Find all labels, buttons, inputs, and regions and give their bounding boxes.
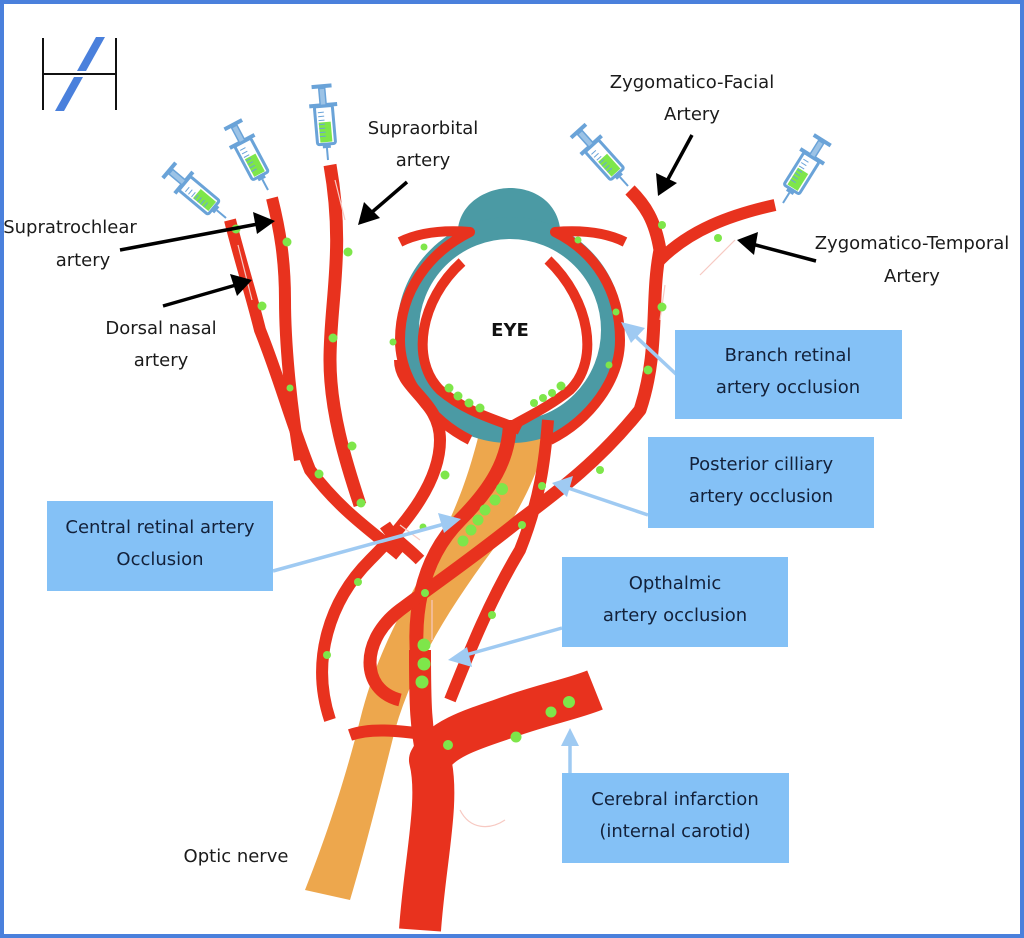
optic-nerve-label: Optic nerve bbox=[184, 846, 289, 867]
svg-text:Branch retinal: Branch retinal bbox=[725, 345, 852, 366]
zygomatico-temporal-artery-label-line2: Artery bbox=[884, 266, 940, 287]
callout-ophthalmic: Opthalmic artery occlusion bbox=[562, 557, 788, 647]
zygomatico-facial-artery-label-line2: Artery bbox=[664, 104, 720, 125]
svg-text:(internal carotid): (internal carotid) bbox=[599, 821, 750, 842]
callout-branch-retinal: Branch retinal artery occlusion bbox=[675, 330, 902, 419]
svg-text:artery occlusion: artery occlusion bbox=[716, 377, 860, 398]
callout-posterior-ciliary: Posterior cilliary artery occlusion bbox=[648, 437, 874, 528]
svg-text:Opthalmic: Opthalmic bbox=[629, 573, 722, 594]
svg-text:Posterior cilliary: Posterior cilliary bbox=[689, 454, 834, 475]
supraorbital-artery-label-line2: artery bbox=[396, 150, 451, 171]
label-arrows bbox=[119, 134, 817, 308]
dorsal-nasal-artery-label: Dorsal nasal bbox=[105, 318, 216, 339]
callout-central-retinal: Central retinal artery Occlusion bbox=[47, 501, 273, 591]
zygomatico-facial-artery-label: Zygomatico-Facial bbox=[610, 72, 774, 93]
syringe-icon bbox=[566, 119, 641, 198]
eye-label: EYE bbox=[491, 320, 529, 341]
svg-text:artery occlusion: artery occlusion bbox=[603, 605, 747, 626]
cornea bbox=[458, 188, 560, 228]
supratrochlear-artery-label-line2: artery bbox=[56, 250, 111, 271]
svg-text:Occlusion: Occlusion bbox=[116, 549, 203, 570]
emboli bbox=[231, 221, 722, 750]
flow-arrows bbox=[237, 179, 736, 828]
svg-text:Cerebral infarction: Cerebral infarction bbox=[591, 789, 758, 810]
callout-cerebral-infarction: Cerebral infarction (internal carotid) bbox=[562, 773, 789, 863]
syringe-icon bbox=[769, 130, 837, 213]
syringe-icon bbox=[158, 157, 237, 231]
supraorbital-artery-label: Supraorbital bbox=[368, 118, 479, 139]
zygomatico-temporal-artery-label: Zygomatico-Temporal bbox=[815, 233, 1010, 254]
dorsal-nasal-artery-label-line2: artery bbox=[134, 350, 189, 371]
h-slash-logo-icon bbox=[42, 37, 117, 111]
svg-text:artery occlusion: artery occlusion bbox=[689, 486, 833, 507]
svg-text:Central retinal artery: Central retinal artery bbox=[65, 517, 255, 538]
callout-pointers bbox=[272, 322, 679, 775]
syringe-icon bbox=[305, 83, 344, 164]
supratrochlear-artery-label: Supratrochlear bbox=[3, 217, 137, 238]
syringe-icon bbox=[221, 118, 280, 196]
